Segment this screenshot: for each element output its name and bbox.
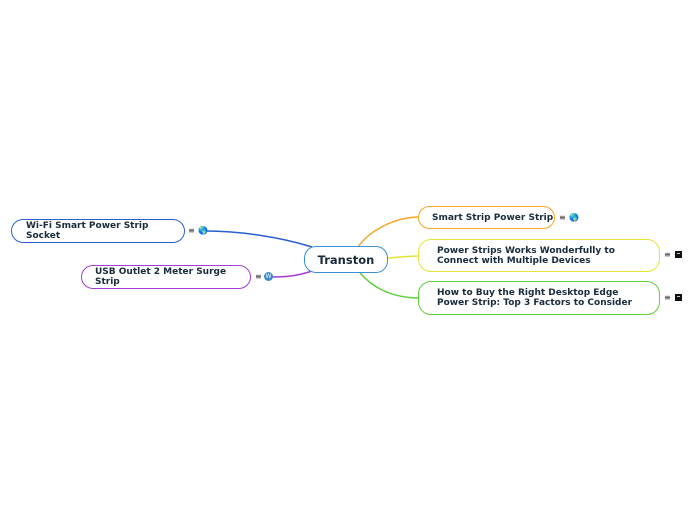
- document-icon[interactable]: [675, 251, 682, 258]
- topic-label: How to Buy the Right Desktop Edge Power …: [437, 288, 633, 308]
- globe-icon[interactable]: 🌎: [198, 226, 208, 235]
- topic-label: Wi-Fi Smart Power Strip Socket: [26, 221, 149, 241]
- topic-label: Power Strips Works Wonderfully to Connec…: [437, 245, 615, 266]
- connector-smart-strip: [357, 216, 421, 248]
- globe-icon[interactable]: 🌎: [569, 213, 579, 222]
- document-icon[interactable]: [675, 294, 682, 301]
- topic-wifi-smart-power-strip[interactable]: Wi-Fi Smart Power Strip Socket: [11, 219, 185, 243]
- notes-icon[interactable]: ≡: [559, 213, 566, 222]
- central-topic-label: Transton: [317, 252, 375, 267]
- central-topic[interactable]: Transton: [304, 246, 388, 273]
- topic-label: USB Outlet 2 Meter Surge Strip: [95, 267, 227, 287]
- notes-icon[interactable]: ≡: [664, 293, 671, 302]
- connector-usb-outlet: [271, 270, 313, 278]
- wordpress-icon[interactable]: W: [264, 272, 273, 281]
- topic-usb-outlet[interactable]: USB Outlet 2 Meter Surge Strip: [81, 265, 251, 289]
- topic-power-strips-works[interactable]: Power Strips Works Wonderfully to Connec…: [418, 239, 660, 272]
- topic-label: Smart Strip Power Strip: [432, 212, 554, 223]
- notes-icon[interactable]: ≡: [255, 272, 262, 281]
- topic-smart-strip-power-strip[interactable]: Smart Strip Power Strip: [418, 206, 555, 229]
- connector-wifi-strip: [204, 230, 313, 248]
- topic-how-to-buy[interactable]: How to Buy the Right Desktop Edge Power …: [418, 281, 660, 315]
- notes-icon[interactable]: ≡: [188, 226, 195, 235]
- connector-how-to-buy: [359, 272, 421, 299]
- connector-power-strips-works: [387, 255, 421, 259]
- notes-icon[interactable]: ≡: [664, 250, 671, 259]
